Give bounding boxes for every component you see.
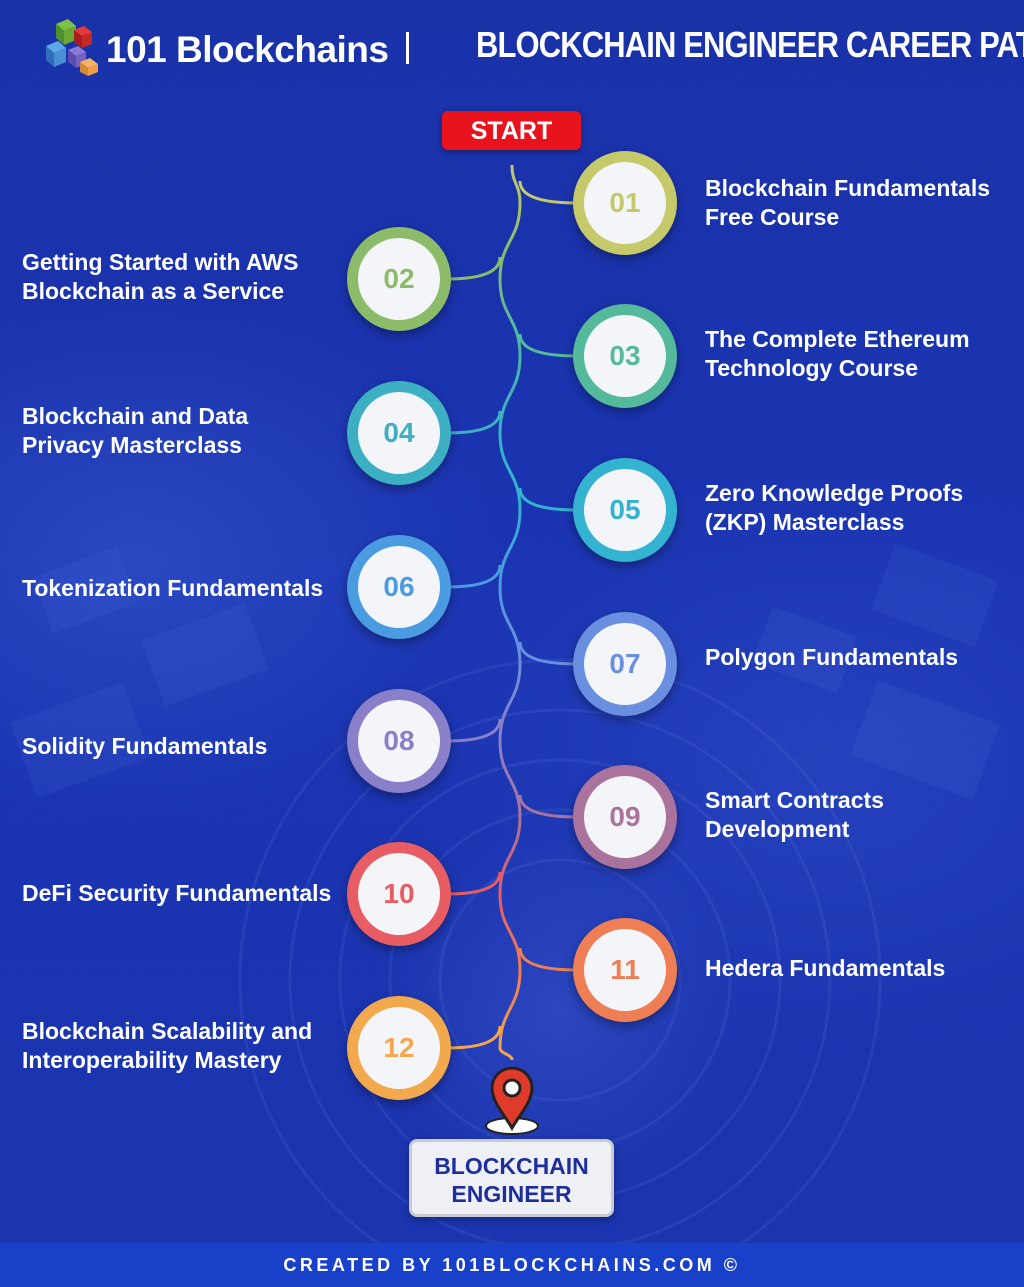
step-01-line-1: Blockchain Fundamentals (705, 175, 991, 201)
start-badge: START (442, 111, 581, 150)
footer-credit: CREATED BY 101BLOCKCHAINS.COM © (0, 1243, 1024, 1287)
step-03-circle: 03 (573, 304, 677, 408)
connector-07 (518, 641, 578, 666)
step-06-line-1: Tokenization Fundamentals (22, 575, 324, 601)
step-06-number: 06 (358, 546, 440, 628)
connector-10 (446, 871, 502, 896)
step-04-line-2: Privacy Masterclass (22, 432, 242, 458)
step-02-line-2: Blockchain as a Service (22, 278, 285, 304)
step-07-number: 07 (584, 623, 666, 705)
step-07-line-1: Polygon Fundamentals (705, 644, 959, 670)
step-08-circle: 08 (347, 689, 451, 793)
destination-box: BLOCKCHAIN ENGINEER (409, 1139, 614, 1217)
step-06-label: Tokenization Fundamentals (22, 574, 323, 603)
step-04-number: 04 (358, 392, 440, 474)
step-02-circle: 02 (347, 227, 451, 331)
step-03-line-1: The Complete Ethereum (705, 326, 970, 352)
brand-name: 101 Blockchains (106, 29, 389, 70)
connector-02 (446, 256, 502, 281)
destination-line-2: ENGINEER (451, 1181, 572, 1207)
connector-05 (518, 487, 578, 512)
step-02-label: Getting Started with AWS Blockchain as a … (22, 248, 298, 306)
step-09-line-2: Development (705, 816, 850, 842)
step-10-label: DeFi Security Fundamentals (22, 879, 331, 908)
step-09-line-1: Smart Contracts (705, 787, 884, 813)
header-divider (406, 32, 409, 64)
location-pin-icon (485, 1066, 539, 1135)
step-11-line-1: Hedera Fundamentals (705, 955, 946, 981)
step-08-label: Solidity Fundamentals (22, 732, 267, 761)
step-07-circle: 07 (573, 612, 677, 716)
step-12-number: 12 (358, 1007, 440, 1089)
brand: 101 Blockchains (44, 18, 389, 76)
step-12-line-1: Blockchain Scalability and (22, 1018, 313, 1044)
connector-12 (446, 1025, 502, 1050)
destination-line-1: BLOCKCHAIN (434, 1153, 589, 1179)
step-11-circle: 11 (573, 918, 677, 1022)
stacked-cubes-logo-icon (46, 19, 98, 76)
step-05-line-1: Zero Knowledge Proofs (705, 480, 964, 506)
connector-08 (446, 718, 502, 743)
step-07-label: Polygon Fundamentals (705, 643, 958, 672)
connector-01 (518, 180, 578, 205)
step-09-circle: 09 (573, 765, 677, 869)
step-12-circle: 12 (347, 996, 451, 1100)
step-05-circle: 05 (573, 458, 677, 562)
step-11-label: Hedera Fundamentals (705, 954, 945, 983)
step-05-number: 05 (584, 469, 666, 551)
step-05-line-2: (ZKP) Masterclass (705, 509, 905, 535)
connector-11 (518, 947, 578, 972)
connector-03 (518, 333, 578, 358)
step-11-number: 11 (584, 929, 666, 1011)
step-02-line-1: Getting Started with AWS (22, 249, 299, 275)
step-05-label: Zero Knowledge Proofs (ZKP) Masterclass (705, 479, 963, 537)
connector-04 (446, 410, 502, 435)
step-03-line-2: Technology Course (705, 355, 918, 381)
step-01-number: 01 (584, 162, 666, 244)
step-08-line-1: Solidity Fundamentals (22, 733, 268, 759)
step-01-line-2: Free Course (705, 204, 840, 230)
step-10-number: 10 (358, 853, 440, 935)
step-04-line-1: Blockchain and Data (22, 403, 249, 429)
step-02-number: 02 (358, 238, 440, 320)
connector-06 (446, 564, 502, 589)
step-10-circle: 10 (347, 842, 451, 946)
path-spine (498, 164, 522, 1061)
step-04-circle: 04 (347, 381, 451, 485)
step-01-circle: 01 (573, 151, 677, 255)
step-12-line-2: Interoperability Mastery (22, 1047, 282, 1073)
step-09-number: 09 (584, 776, 666, 858)
connector-09 (518, 794, 578, 819)
step-03-number: 03 (584, 315, 666, 397)
step-08-number: 08 (358, 700, 440, 782)
step-06-circle: 06 (347, 535, 451, 639)
step-10-line-1: DeFi Security Fundamentals (22, 880, 332, 906)
page-title: BLOCKCHAIN ENGINEER CAREER PATH (476, 24, 1024, 65)
